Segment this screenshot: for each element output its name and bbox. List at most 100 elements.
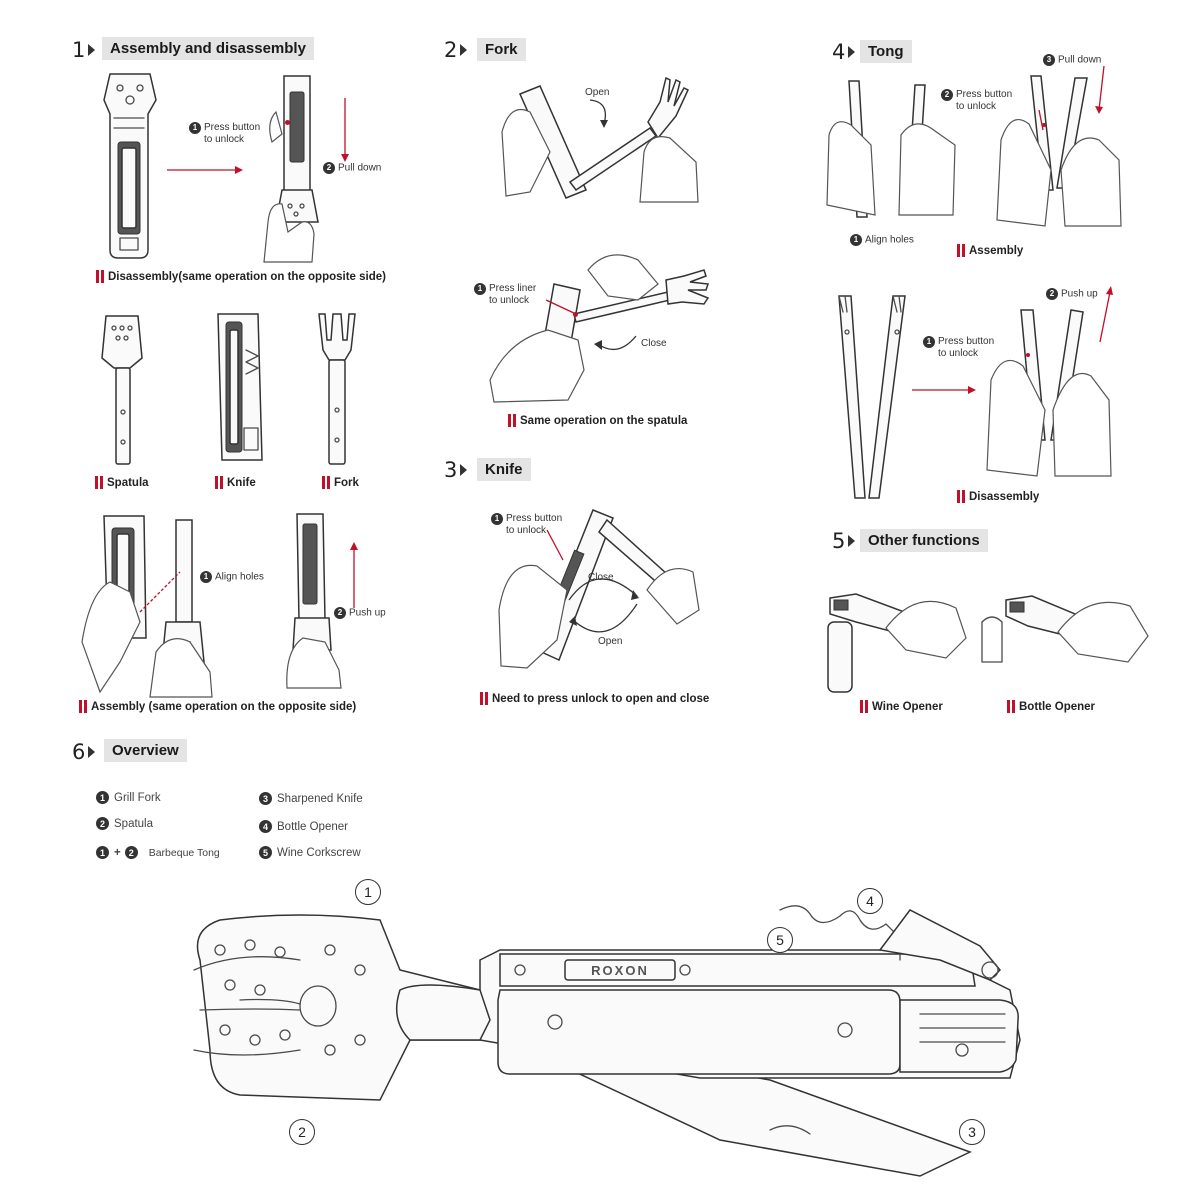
step-1-icon: 1 [96,846,109,859]
tong-button-dot [1042,123,1046,127]
align-holes-illustration [81,515,213,698]
part-label-fork: Fork [322,476,359,489]
hand-pull-down-illustration [263,75,319,263]
knife-close-label: Close [588,572,614,583]
tong-button-dot-2 [1026,353,1030,357]
step-1-icon: 1 [923,336,935,348]
red-marker-icon [957,244,965,257]
red-marker-icon [1007,700,1015,713]
assembly-caption: Assembly (same operation on the opposite… [79,700,356,713]
red-marker-icon [480,692,488,705]
section-1-number: 1 [72,38,96,62]
step-2-icon: 2 [323,162,335,174]
section-6-number: 6 [72,740,96,764]
red-marker-icon [957,490,965,503]
section-5-number: 5 [832,529,856,553]
multitool-overview-illustration: ROXON [193,905,1021,1177]
tong-assembly-illustration [996,75,1122,227]
callout-5: 5 [767,927,793,953]
push-up-arrow [350,542,358,608]
knife-open-label: Open [598,636,623,647]
step-1-icon: 1 [474,283,486,295]
triangle-icon [848,46,856,58]
part-label-knife: Knife [215,476,256,489]
red-marker-icon [215,476,223,489]
section-1-title: Assembly and disassembly [102,37,314,60]
part-label-spatula: Spatula [95,476,149,489]
unlock-button-dot [285,120,290,125]
knife-illustration [217,313,263,461]
step-5-icon: 5 [259,846,272,859]
tong-assembly-caption: Assembly [957,244,1023,257]
triangle-icon [88,746,96,758]
section-2-number: 2 [444,38,468,62]
step-3-icon: 3 [1043,54,1055,66]
red-marker-icon [95,476,103,489]
section-4-number: 4 [832,40,856,64]
step-2-icon: 2 [96,817,109,830]
brand-logo: ROXON [591,963,649,978]
bottle-opener-caption: Bottle Opener [1007,700,1095,713]
triangle-icon [460,44,468,56]
knife-caption: Need to press unlock to open and close [480,692,709,705]
step-1-icon: 1 [189,122,201,134]
red-arrow-right [167,166,243,174]
fork-illustration [318,313,356,465]
section-5-title: Other functions [860,529,988,552]
step-2-icon: 2 [124,846,138,859]
fork-open-label: Open [585,87,610,98]
fork-open-illustration [501,76,699,203]
multitool-closed-illustration [103,73,157,259]
liner-dot [573,312,578,317]
pull-down-arrow [341,98,349,162]
triangle-icon [848,535,856,547]
step-2-icon: 2 [1046,288,1058,300]
section-4-title: Tong [860,40,912,63]
triangle-icon [88,44,96,56]
tong-push-arrow [1099,286,1113,343]
step-2-icon: 2 [334,607,346,619]
disassembly-caption: Disassembly(same operation on the opposi… [96,270,386,283]
wine-opener-illustration [827,593,967,693]
callout-1: 1 [355,879,381,905]
callout-3: 3 [959,1119,985,1145]
section-2-title: Fork [477,38,526,61]
section-3-title: Knife [477,458,531,481]
bottle-opener-illustration [981,595,1149,663]
wine-opener-caption: Wine Opener [860,700,943,713]
callout-2: 2 [289,1119,315,1145]
red-marker-icon [79,700,87,713]
tong-open-illustration [838,295,906,499]
spatula-illustration [101,315,143,465]
red-marker-icon [508,414,516,427]
step-3-icon: 3 [259,792,272,805]
tong-disassembly-caption: Disassembly [957,490,1039,503]
step-1-icon: 1 [491,513,503,525]
section-3-number: 3 [444,458,468,482]
step-2-icon: 2 [941,89,953,101]
tong-disassembly-illustration [986,309,1112,477]
push-up-illustration [286,513,342,689]
red-marker-icon [96,270,104,283]
step-4-icon: 4 [259,820,272,833]
fork-close-label: Close [641,338,667,349]
callout-4: 4 [857,888,883,914]
triangle-icon [460,464,468,476]
fork-caption: Same operation on the spatula [508,414,687,427]
